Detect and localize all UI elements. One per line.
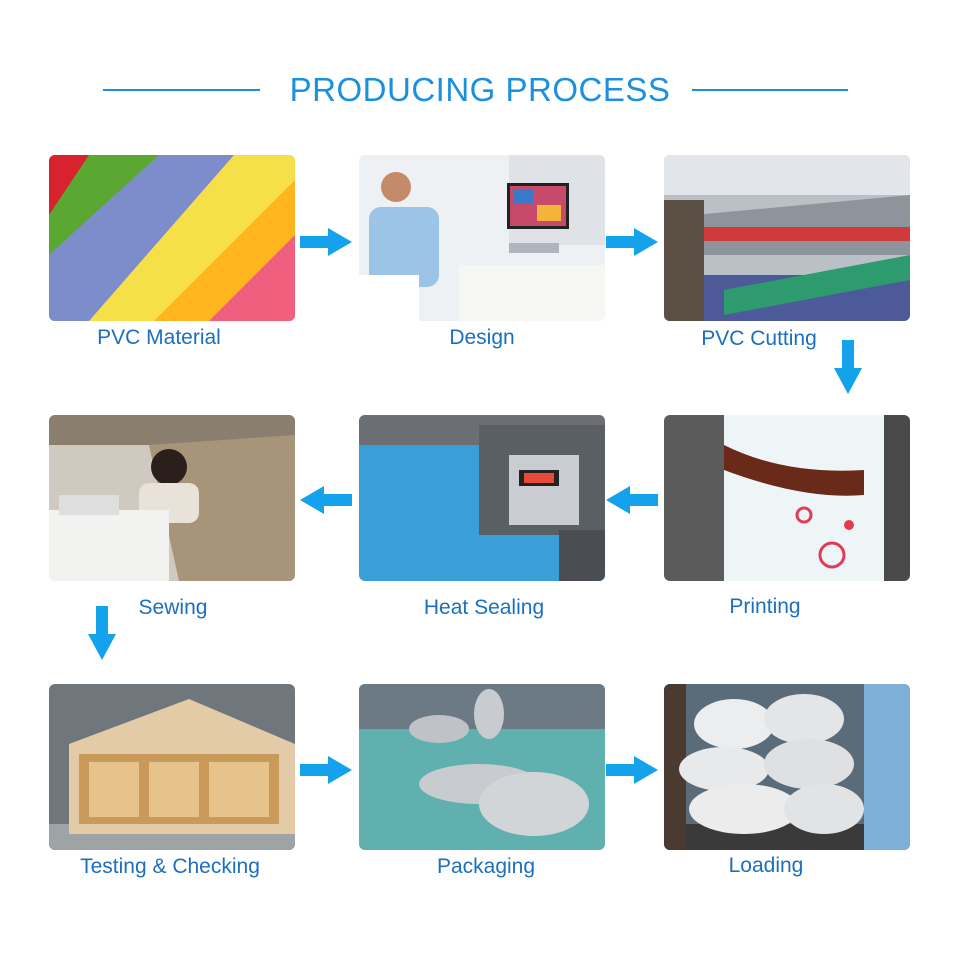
packaging-photo [359,684,605,850]
step-label-heat-sealing: Heat Sealing [423,596,545,619]
pvc-cutting-photo [664,155,910,321]
step-label-sewing: Sewing [138,596,208,619]
arrow-right-icon [300,756,352,784]
step-label-loading: Loading [728,854,804,877]
step-label-pvc-cutting: PVC Cutting [701,327,817,350]
testing-photo [49,684,295,850]
arrow-down-icon [834,340,862,394]
heat-sealing-photo [359,415,605,581]
title-row: PRODUCING PROCESS [0,70,960,110]
title-line-left [103,89,260,91]
step-label-pvc-material: PVC Material [97,326,221,349]
sewing-photo [49,415,295,581]
title-line-right [692,89,848,91]
arrow-right-icon [606,756,658,784]
arrow-left-icon [300,486,352,514]
step-label-printing: Printing [729,595,801,618]
loading-photo [664,684,910,850]
step-label-testing: Testing & Checking [80,855,260,878]
arrow-right-icon [606,228,658,256]
step-label-design: Design [449,326,515,349]
design-photo [359,155,605,321]
step-label-packaging: Packaging [436,855,536,878]
pvc-material-photo [49,155,295,321]
arrow-down-icon [88,606,116,660]
arrow-right-icon [300,228,352,256]
page-title: PRODUCING PROCESS [289,71,671,108]
arrow-left-icon [606,486,658,514]
printing-photo [664,415,910,581]
